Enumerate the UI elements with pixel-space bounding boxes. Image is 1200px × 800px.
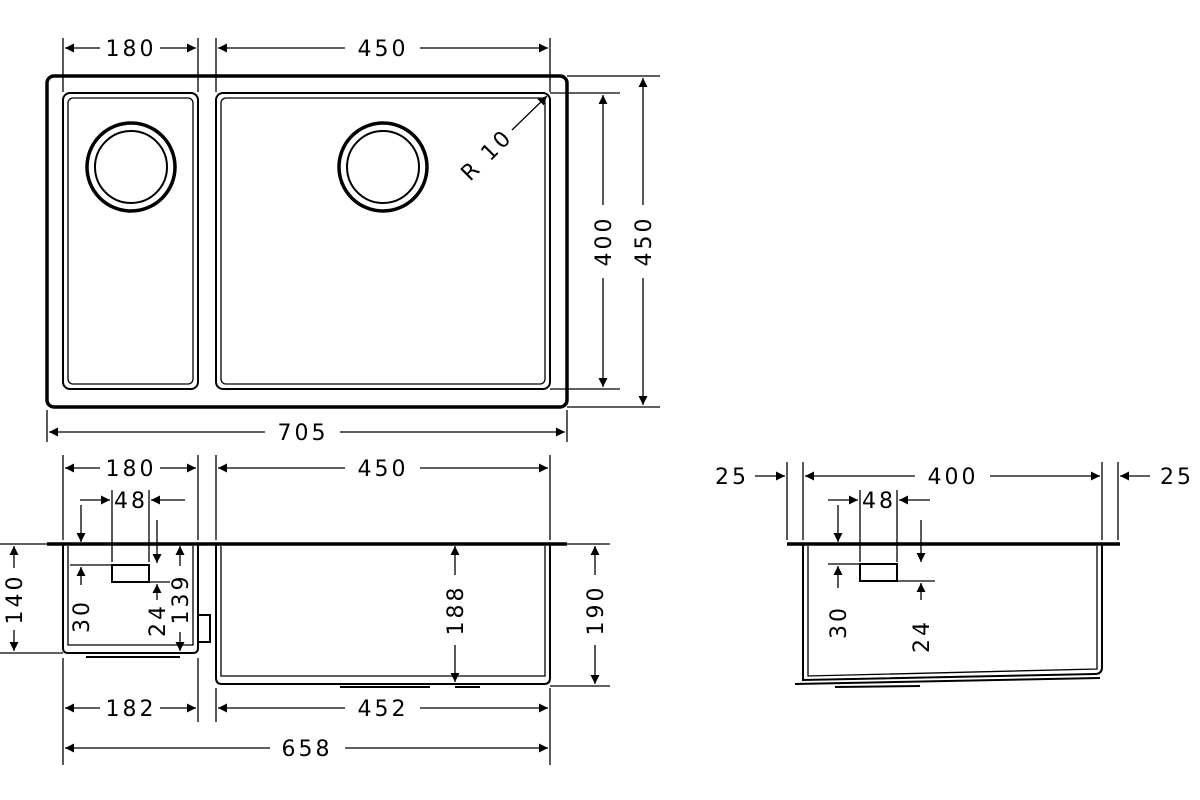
dim-front-large-width: 450 [358, 457, 409, 482]
dim-large-bowl-depth: 188 [444, 585, 469, 636]
large-bowl-outline [215, 92, 551, 390]
dim-outer-depth: 450 [632, 216, 657, 267]
small-bowl-inner [67, 97, 194, 385]
dim-front-overflow-height: 24 [146, 603, 171, 637]
large-bowl-inner [220, 97, 546, 385]
top-view: 180 450 R 10 400 450 705 [45, 37, 660, 446]
side-overflow-slot [859, 563, 898, 582]
dim-small-bowl-height: 140 [3, 574, 28, 625]
dim-top-small-width: 180 [106, 37, 157, 62]
dim-total-width: 705 [278, 421, 329, 446]
front-large-bowl [215, 544, 551, 685]
dim-side-overflow-width: 48 [862, 489, 896, 514]
dim-front-overflow-width: 48 [114, 489, 148, 514]
dim-side-right-margin: 25 [1160, 465, 1194, 490]
dim-bottom-small: 182 [106, 697, 157, 722]
dim-top-large-width: 450 [358, 37, 409, 62]
dim-side-left-margin: 25 [715, 465, 749, 490]
dim-front-overflow-offset: 30 [70, 599, 95, 633]
side-section-view: 25 400 25 48 30 24 [715, 462, 1194, 688]
dim-bottom-large: 452 [358, 697, 409, 722]
dim-side-overflow-height: 24 [910, 619, 935, 653]
connector-pipe [197, 614, 211, 643]
small-bowl-drain-icon [85, 121, 177, 213]
dim-side-overflow-offset: 30 [827, 605, 852, 639]
dim-side-width: 400 [928, 465, 979, 490]
sink-outer-outline [45, 74, 569, 409]
large-bowl-drain-inner-icon [346, 130, 420, 204]
dim-inner-depth: 400 [592, 216, 617, 267]
side-bowl-profile [802, 544, 1103, 682]
dim-corner-radius: R 10 [457, 125, 519, 187]
front-overflow-slot [111, 564, 150, 583]
front-section-view: 180 450 48 140 30 24 139 188 [0, 455, 610, 765]
small-bowl-outline [62, 92, 199, 390]
dim-bottom-total: 658 [282, 737, 333, 762]
dim-front-small-width: 180 [106, 457, 157, 482]
large-bowl-drain-icon [337, 121, 429, 213]
dim-total-height: 190 [584, 585, 609, 636]
small-bowl-drain-inner-icon [94, 130, 168, 204]
front-small-bowl [62, 544, 199, 654]
dim-small-bowl-depth: 139 [169, 574, 194, 625]
